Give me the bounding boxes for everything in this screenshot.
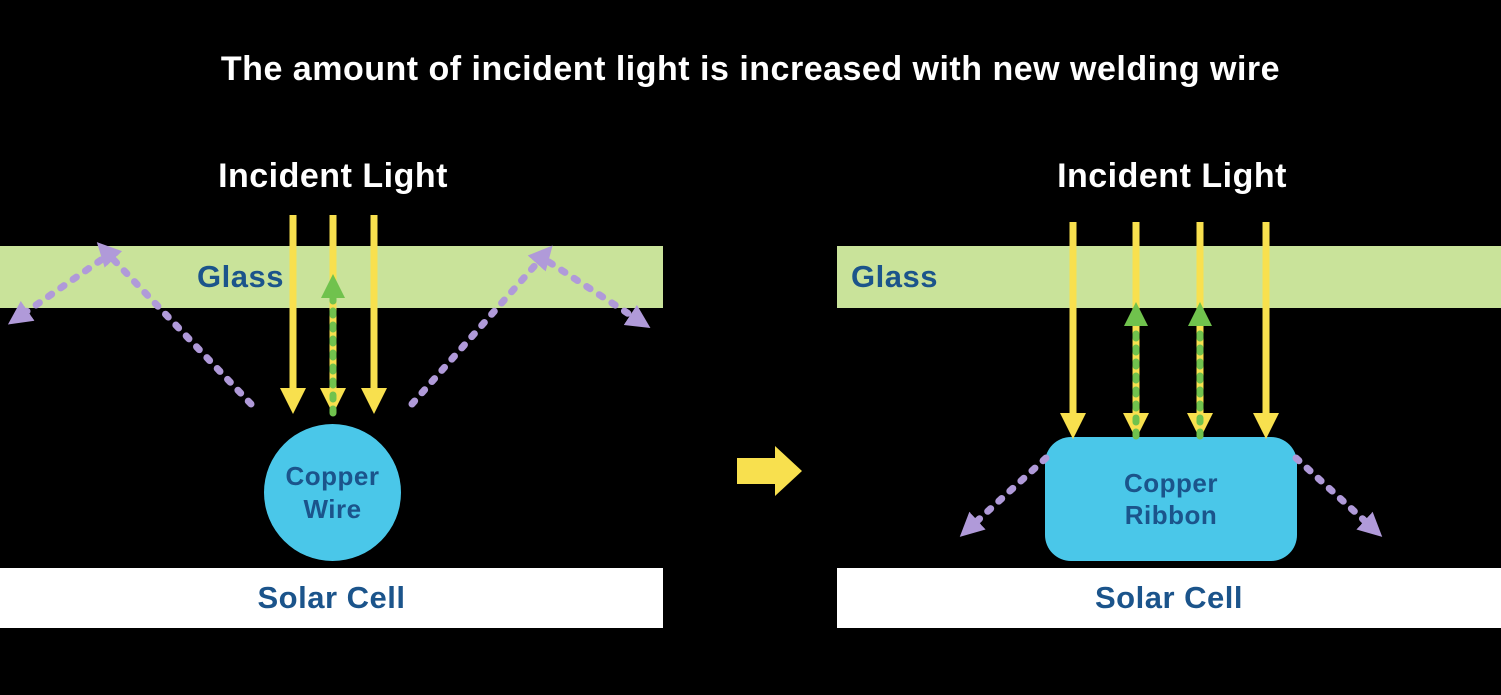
glass-label-left: Glass [197,259,284,294]
copper-wire-circle: Copper Wire [264,424,401,561]
solar-cell-bar-right: Solar Cell [837,568,1501,628]
scattered-light-arrow [1292,454,1383,537]
scattered-light-arrow [959,454,1050,537]
glass-band-right: Glass [837,246,1501,308]
copper-ribbon-rect: Copper Ribbon [1045,437,1297,561]
copper-ribbon-label-line2: Ribbon [1124,500,1218,530]
solar-cell-bar-left: Solar Cell [0,568,663,628]
glass-label-right: Glass [851,259,938,294]
diagram-title: The amount of incident light is increase… [220,50,1281,88]
copper-wire-label-line2: Wire [303,493,362,524]
solar-cell-label-right: Solar Cell [1095,580,1243,615]
incident-light-label-left: Incident Light [218,157,448,195]
copper-wire-label-line1: Copper [285,461,380,491]
solar-cell-label-left: Solar Cell [257,580,406,615]
transition-arrow-icon [737,446,802,496]
copper-ribbon-label-line1: Copper [1124,467,1218,498]
glass-band-left: Glass [0,246,663,308]
incident-light-label-right: Incident Light [1057,157,1287,195]
